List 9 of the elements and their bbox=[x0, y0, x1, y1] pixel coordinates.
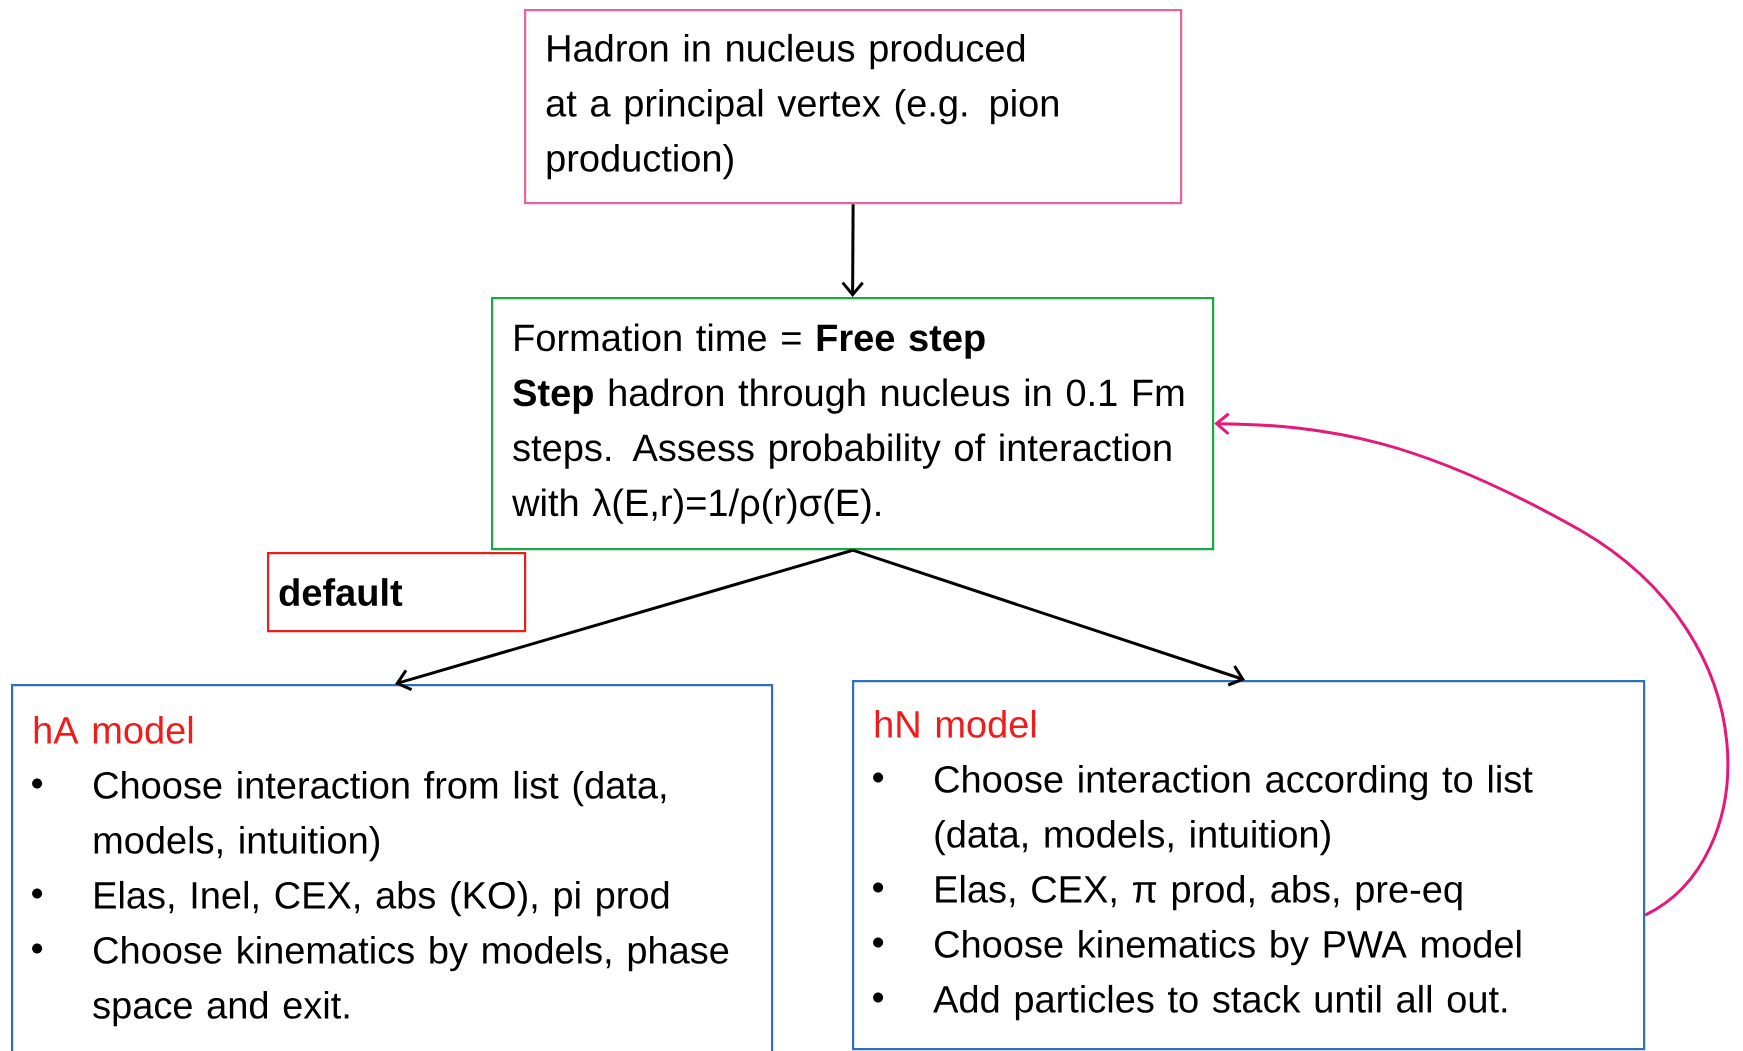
arrow bbox=[1214, 412, 1729, 917]
arrow bbox=[395, 548, 854, 691]
arrow bbox=[841, 204, 864, 297]
tag-box: default bbox=[267, 552, 527, 633]
process-box: Formation time = Free step Step hadron through nucleus in 0.1 Fm steps. Assess probability of interaction with λ(E,r)=1/ρ(r)σ(E). bbox=[491, 297, 1215, 551]
arrow bbox=[852, 548, 1245, 687]
process-box: Hadron in nucleus produced at a principal vertex (e.g. pion production) bbox=[524, 9, 1183, 205]
model-box: hN model Choose interaction according to list (data, models, intuition) Elas, CEX, π prod, abs, pre-eq Choose kinematics by PWA model Add particles to stack until all out. bbox=[852, 680, 1646, 1051]
model-box: hA model Choose interaction from list (data, models, intuition) Elas, Inel, CEX, abs (KO), pi prod Choose kinematics by models, phase space and exit. bbox=[11, 684, 774, 1051]
